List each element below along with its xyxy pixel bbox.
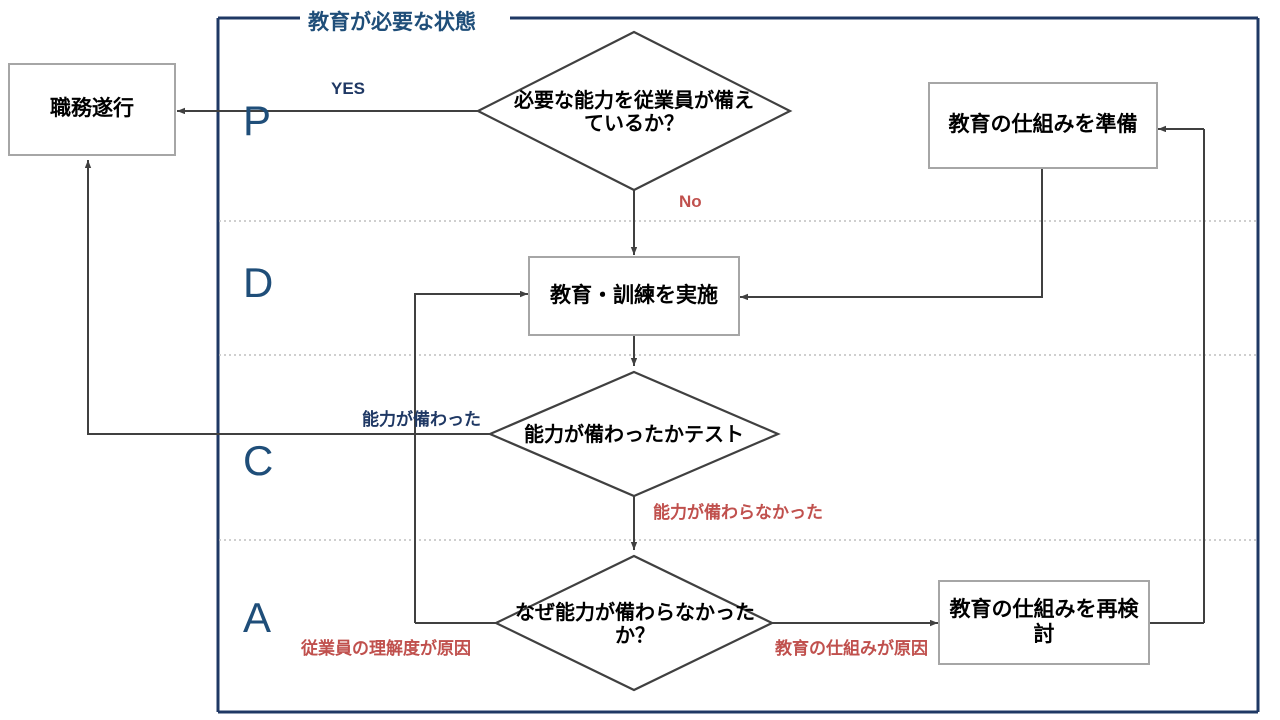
- node-rethink[interactable]: 教育の仕組みを再検討: [938, 580, 1150, 665]
- decision-have-skill: [475, 30, 793, 192]
- decision-shapes: [475, 30, 793, 692]
- frame-title: 教育が必要な状態: [302, 6, 482, 36]
- edge-prepare-to-train: [740, 169, 1043, 301]
- edge-label-yes: YES: [331, 79, 366, 98]
- phase-frame: [216, 16, 1260, 714]
- edge-label-cause-employee: 従業員の理解度が原因: [301, 639, 471, 658]
- edge-test-to-job: [84, 160, 490, 435]
- phase-letter-d: D: [243, 259, 274, 306]
- phase-letter-c: C: [243, 437, 274, 484]
- phase-letter-a: A: [243, 594, 272, 641]
- node-train[interactable]: 教育・訓練を実施: [528, 256, 740, 336]
- node-prepare[interactable]: 教育の仕組みを準備: [928, 82, 1158, 169]
- edge-label-no: No: [679, 192, 702, 211]
- decision-test: [487, 370, 781, 498]
- phase-letter-p: P: [243, 97, 272, 144]
- node-job[interactable]: 職務遂行: [8, 63, 176, 156]
- edge-label-skill-not-gained: 能力が備わらなかった: [653, 503, 823, 522]
- decision-why: [493, 554, 775, 692]
- phase-dividers: [219, 220, 1257, 541]
- edge-retrain-riser: [414, 290, 528, 434]
- edge-label-skill-gained: 能力が備わった: [362, 410, 481, 429]
- edge-label-cause-system: 教育の仕組みが原因: [775, 639, 928, 658]
